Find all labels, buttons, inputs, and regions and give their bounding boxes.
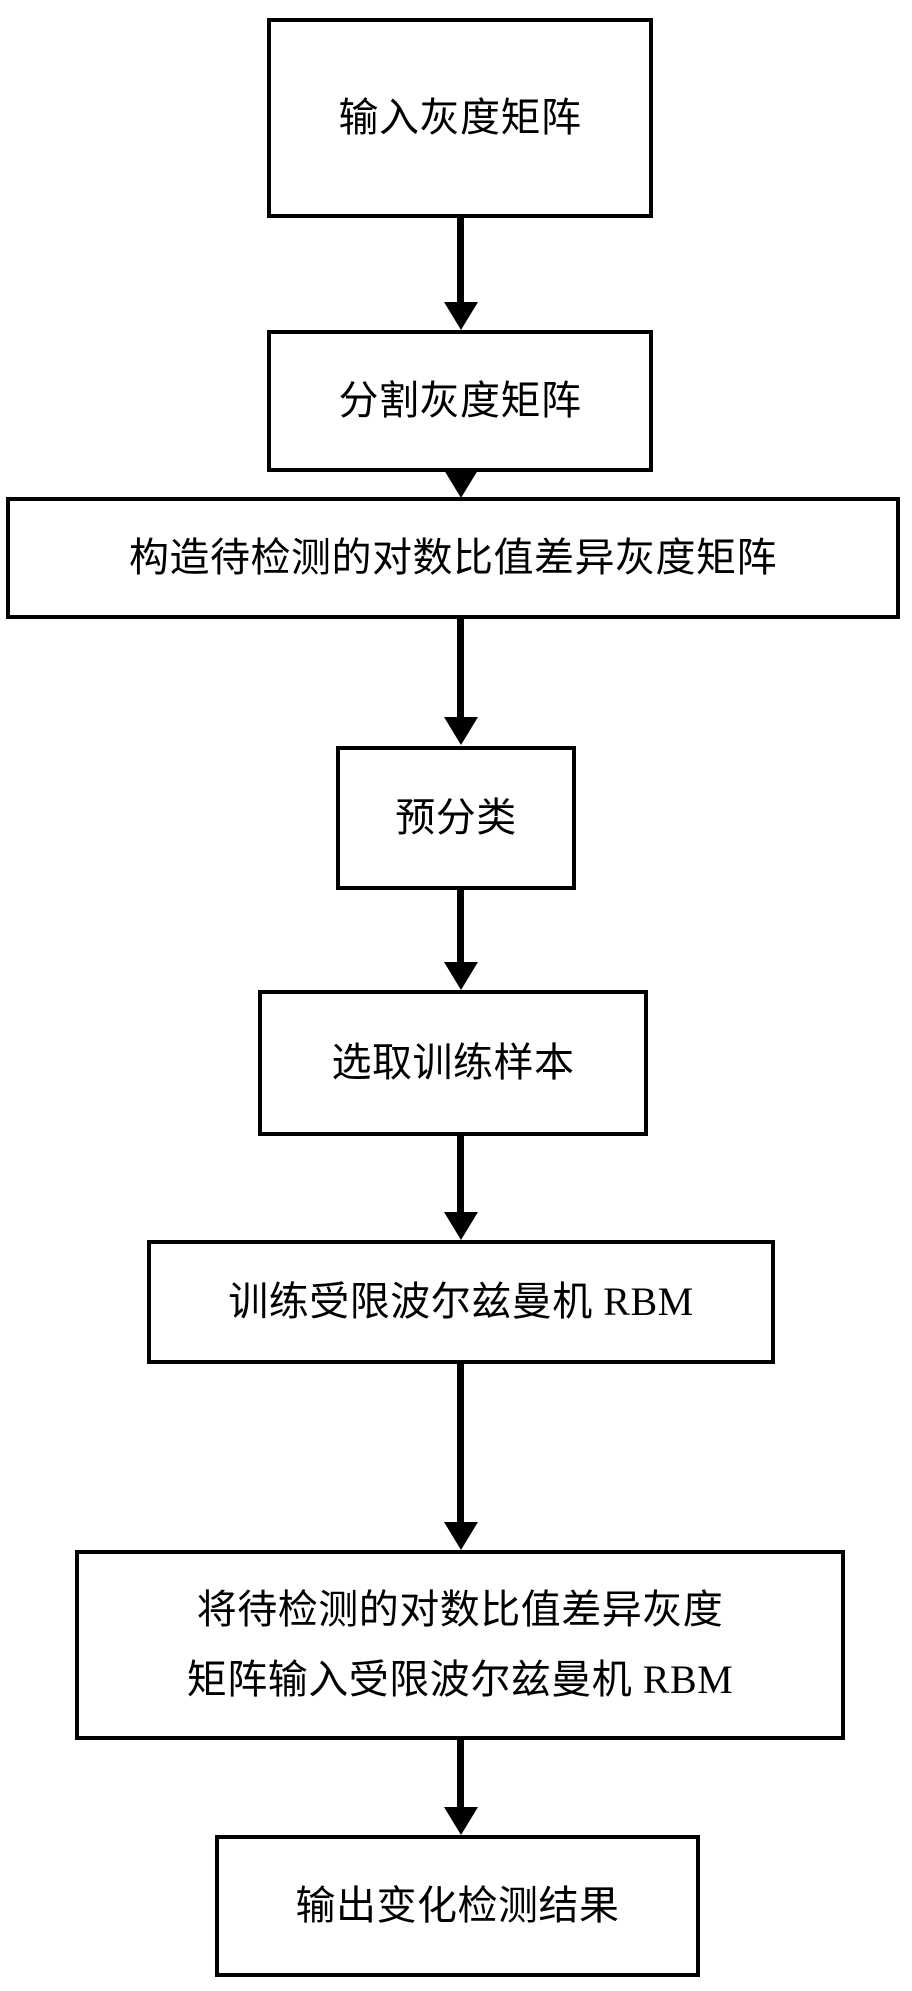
node-label: 选取训练样本 xyxy=(331,1040,575,1085)
arrowhead-down-icon-6 xyxy=(444,1522,478,1550)
node-label: 预分类 xyxy=(395,795,517,840)
arrowhead-down-icon-3 xyxy=(444,717,478,745)
connector-line-5 xyxy=(457,1136,464,1212)
arrowhead-down-icon-7 xyxy=(444,1807,478,1835)
arrowhead-down-icon-1 xyxy=(444,302,478,330)
connector-line-3 xyxy=(457,619,464,717)
connector-line-6 xyxy=(457,1364,464,1522)
flowchart-node-output-change-detection-result: 输出变化检测结果 xyxy=(215,1835,700,1977)
connector-line-4 xyxy=(457,890,464,962)
node-label: 构造待检测的对数比值差异灰度矩阵 xyxy=(129,535,777,580)
flowchart-node-train-rbm: 训练受限波尔兹曼机 RBM xyxy=(147,1240,775,1364)
node-label: 输入灰度矩阵 xyxy=(338,95,582,140)
connector-line-1 xyxy=(457,218,464,302)
node-label: 训练受限波尔兹曼机 RBM xyxy=(228,1279,694,1324)
flowchart-node-build-log-ratio-difference-matrix: 构造待检测的对数比值差异灰度矩阵 xyxy=(6,497,900,619)
node-label-line-1: 将待检测的对数比值差异灰度 xyxy=(196,1587,724,1632)
node-label: 输出变化检测结果 xyxy=(295,1883,620,1928)
flowchart-node-feed-matrix-into-rbm: 将待检测的对数比值差异灰度 矩阵输入受限波尔兹曼机 RBM xyxy=(75,1550,845,1740)
flowchart-node-segment-gray-matrix: 分割灰度矩阵 xyxy=(267,330,653,472)
flowchart-node-select-training-samples: 选取训练样本 xyxy=(258,990,648,1136)
node-label-line-2: 矩阵输入受限波尔兹曼机 RBM xyxy=(186,1657,734,1702)
arrowhead-down-icon-4 xyxy=(444,962,478,990)
connector-line-7 xyxy=(457,1740,464,1807)
flowchart-node-input-gray-matrix: 输入灰度矩阵 xyxy=(267,18,653,218)
arrowhead-down-icon-5 xyxy=(444,1212,478,1240)
arrowhead-down-icon-2 xyxy=(444,470,478,498)
node-label: 分割灰度矩阵 xyxy=(338,378,582,423)
flowchart-node-pre-classification: 预分类 xyxy=(336,746,576,890)
